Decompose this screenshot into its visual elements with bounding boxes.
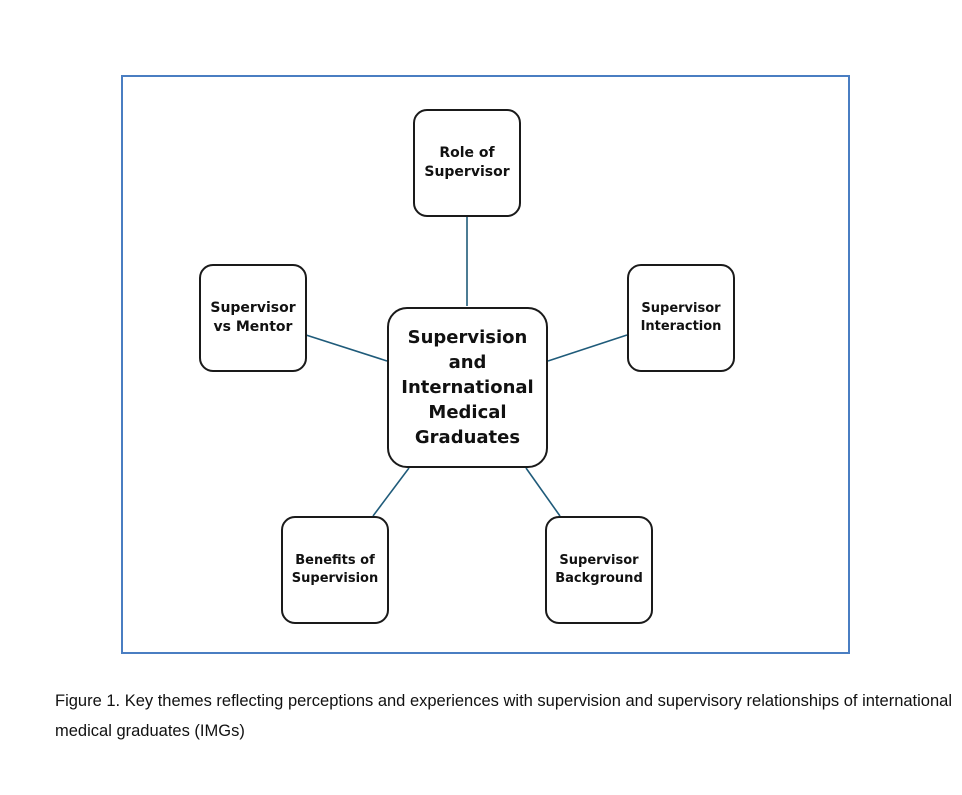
connector-mentor xyxy=(305,334,388,362)
central-theme-node: Supervision and International Medical Gr… xyxy=(387,307,548,468)
diagram-frame xyxy=(121,75,850,654)
theme-label-benefits-of-supervision: Benefits of Supervision xyxy=(291,553,379,586)
theme-label-supervisor-background: Supervisor Background xyxy=(555,553,643,586)
theme-label-supervisor-vs-mentor: Supervisor vs Mentor xyxy=(210,300,296,335)
theme-node-benefits-of-supervision: Benefits of Supervision xyxy=(281,516,389,624)
theme-node-supervisor-vs-mentor: Supervisor vs Mentor xyxy=(199,264,307,372)
theme-node-supervisor-interaction: Supervisor Interaction xyxy=(627,264,735,372)
connector-interaction xyxy=(547,334,628,362)
theme-node-role-of-supervisor: Role of Supervisor xyxy=(413,109,521,217)
figure-caption: Figure 1. Key themes reflecting percepti… xyxy=(55,692,952,740)
theme-label-supervisor-interaction: Supervisor Interaction xyxy=(640,301,722,334)
theme-label-role-of-supervisor: Role of Supervisor xyxy=(424,145,510,180)
connector-benefits xyxy=(372,467,410,517)
theme-node-supervisor-background: Supervisor Background xyxy=(545,516,653,624)
central-theme-label: Supervision and International Medical Gr… xyxy=(401,327,534,448)
connector-background xyxy=(525,467,561,517)
